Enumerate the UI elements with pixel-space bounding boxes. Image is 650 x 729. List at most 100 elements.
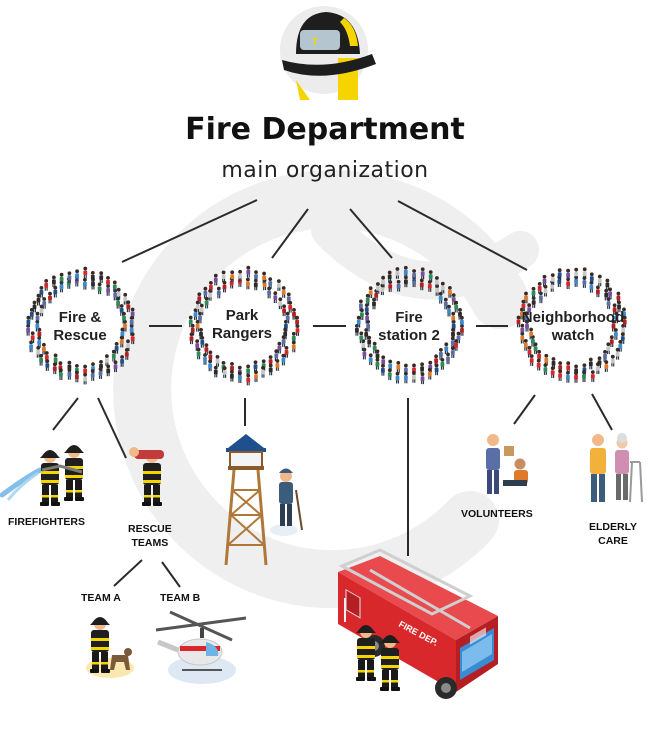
crowd-person (566, 371, 570, 383)
watch-tower-illustration (224, 434, 268, 566)
crowd-person (440, 358, 445, 370)
crowd-person (396, 361, 401, 373)
crowd-person (83, 266, 88, 279)
crowd-person (111, 349, 116, 362)
crowd-person (238, 371, 242, 383)
crowd-person (610, 354, 615, 367)
crowd-person (253, 360, 258, 373)
crowd-person (542, 274, 547, 287)
crowd-person (36, 293, 41, 306)
node-label-fire-station-2: Fire station 2 (378, 309, 440, 344)
leaf-connectors (52, 393, 613, 588)
crowd-person (52, 275, 56, 288)
crowd-person (277, 279, 281, 291)
crowd-person (83, 372, 87, 385)
crowd-person (203, 353, 207, 365)
crowd-person (368, 286, 373, 298)
crowd-person (213, 273, 218, 286)
crowd-person (395, 371, 400, 384)
crowd-person (434, 363, 439, 376)
crowd-person (208, 359, 212, 372)
crowd-person (376, 282, 380, 294)
crowd-person (99, 271, 104, 283)
crowd-person (446, 352, 450, 365)
crowd-person (582, 370, 586, 382)
crowd-person (543, 363, 548, 375)
crowd-person (281, 286, 286, 298)
crowd-person (45, 359, 50, 371)
crowd-person (246, 373, 251, 386)
crowd-person (221, 270, 226, 283)
header-connectors (121, 199, 528, 271)
crowd-person (443, 297, 448, 310)
background-watermark (113, 170, 539, 609)
crowd-person (59, 368, 63, 380)
crowd-person (608, 287, 612, 300)
crowd-person (597, 274, 602, 287)
crowd-person (550, 366, 555, 378)
crowd-person (246, 277, 250, 290)
crowd-person (268, 363, 273, 376)
crowd-person (387, 368, 392, 381)
firefighters-illustration (0, 445, 84, 506)
leaf-label-rescue-teams: RESCUE TEAMS (128, 523, 172, 549)
crowd-person (596, 362, 600, 374)
crowd-person (203, 286, 208, 299)
crowd-person (261, 365, 265, 378)
crowd-person (254, 370, 258, 382)
crowd-person (420, 372, 425, 385)
crowd-person (439, 348, 443, 360)
crowd-person (222, 366, 227, 378)
crowd-person (230, 369, 234, 382)
crowd-person (412, 371, 416, 383)
crowd-person (558, 369, 562, 381)
node-label-park-rangers: Park Rangers (211, 307, 273, 342)
crowd-person (574, 371, 578, 383)
crowd-person (450, 346, 455, 358)
leaf-label-team-a: TEAM A (81, 592, 121, 604)
page-title: Fire Department (185, 112, 465, 147)
crowd-person (527, 345, 532, 358)
crowd-person (48, 291, 52, 304)
crowd-person (83, 277, 87, 290)
volunteers-illustration (486, 434, 528, 494)
crowd-person (39, 286, 44, 298)
crowd-person (536, 358, 541, 371)
crowd-person (615, 347, 620, 360)
crowd-person (42, 297, 47, 309)
crowd-person (588, 357, 593, 370)
park-ranger-illustration (270, 468, 303, 536)
firefighter-helmet-icon: T (280, 6, 376, 100)
team-a-illustration (86, 617, 134, 678)
crowd-person (604, 360, 609, 372)
crowd-person (603, 350, 607, 362)
node-label-fire-rescue: Fire & Rescue (53, 309, 107, 344)
node-label-neighborhood-watch: Neighborhood watch (521, 309, 625, 344)
leaf-label-volunteers: VOLUNTEERS (461, 508, 533, 520)
crowd-person (281, 353, 286, 366)
crowd-person (213, 365, 218, 378)
crowd-person (53, 285, 58, 298)
crowd-person (246, 265, 251, 278)
page-subtitle: main organization (221, 158, 429, 183)
crowd-person (427, 367, 432, 380)
crowd-person (216, 286, 221, 299)
crowd-person (590, 370, 595, 382)
crowd-person (52, 362, 57, 375)
crowd-person (596, 285, 600, 298)
crowd-person (75, 370, 79, 383)
crowd-person (215, 355, 220, 367)
crowd-person (90, 369, 95, 381)
crowd-person (39, 353, 43, 366)
team-b-helicopter-illustration (155, 610, 247, 684)
crowd-person (438, 291, 443, 304)
svg-text:T: T (312, 37, 318, 48)
crowd-person (67, 368, 72, 380)
crowd-person (98, 367, 103, 379)
fire-truck-illustration: FIRE DEP. (338, 548, 498, 699)
crowd-person (275, 359, 280, 371)
crowd-person (36, 346, 41, 358)
crowd-person (44, 279, 49, 291)
